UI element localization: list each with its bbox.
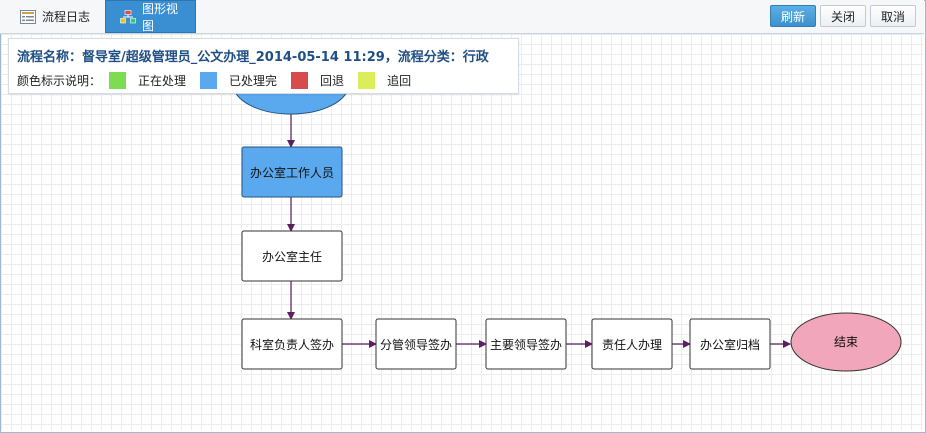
node-section-head-label: 科室负责人签办 — [250, 337, 334, 352]
cancel-button[interactable]: 取消 — [869, 5, 916, 27]
legend-swatch-processing — [109, 72, 127, 89]
legend-rollback-label: 回退 — [320, 74, 345, 88]
close-button[interactable]: 关闭 — [819, 5, 866, 27]
flowchart-icon — [120, 9, 136, 24]
legend-swatch-rollback — [291, 72, 309, 89]
node-main-leader[interactable]: 主要领导签办 — [485, 318, 567, 370]
node-office-director[interactable]: 办公室主任 — [241, 230, 343, 282]
node-end[interactable]: 结束 — [790, 312, 902, 372]
legend-label: 颜色标示说明： — [17, 74, 102, 88]
tab-flow-log-label: 流程日志 — [42, 10, 91, 24]
node-office-director-label: 办公室主任 — [262, 249, 322, 264]
tab-flow-log[interactable]: 流程日志 — [6, 0, 104, 33]
legend-swatch-done — [200, 72, 218, 89]
node-main-leader-label: 主要领导签办 — [490, 337, 562, 352]
top-toolbar: 流程日志 图形视图 刷新 关闭 取消 — [0, 0, 924, 34]
tab-graph-view-label: 图形视图 — [142, 1, 179, 33]
list-icon — [20, 9, 36, 24]
tab-graph-view[interactable]: 图形视图 — [105, 0, 196, 33]
legend-recall-label: 追回 — [387, 74, 412, 88]
node-office-archive[interactable]: 办公室归档 — [689, 318, 771, 370]
node-responsible-person-label: 责任人办理 — [602, 337, 662, 352]
toolbar-buttons: 刷新 关闭 取消 — [769, 5, 916, 27]
node-deputy-leader[interactable]: 分管领导签办 — [375, 318, 457, 370]
color-legend: 颜色标示说明： 正在处理 已处理完 回退 追回 — [17, 72, 417, 89]
refresh-button[interactable]: 刷新 — [769, 5, 816, 27]
flow-info-panel: 流程名称：督导室/超级管理员_公文办理_2014-05-14 11:29，流程分… — [8, 38, 519, 94]
node-deputy-leader-label: 分管领导签办 — [380, 337, 452, 352]
node-office-staff-label: 办公室工作人员 — [250, 165, 334, 180]
node-responsible-person[interactable]: 责任人办理 — [591, 318, 673, 370]
flow-title: 流程名称：督导室/超级管理员_公文办理_2014-05-14 11:29，流程分… — [17, 50, 489, 65]
node-end-label: 结束 — [834, 335, 858, 349]
node-office-staff[interactable]: 办公室工作人员 — [241, 146, 343, 198]
node-section-head[interactable]: 科室负责人签办 — [241, 318, 343, 370]
flow-edges — [287, 113, 791, 348]
legend-done-label: 已处理完 — [229, 74, 278, 88]
legend-processing-label: 正在处理 — [138, 74, 187, 88]
node-office-archive-label: 办公室归档 — [700, 337, 760, 352]
legend-swatch-recall — [358, 72, 376, 89]
